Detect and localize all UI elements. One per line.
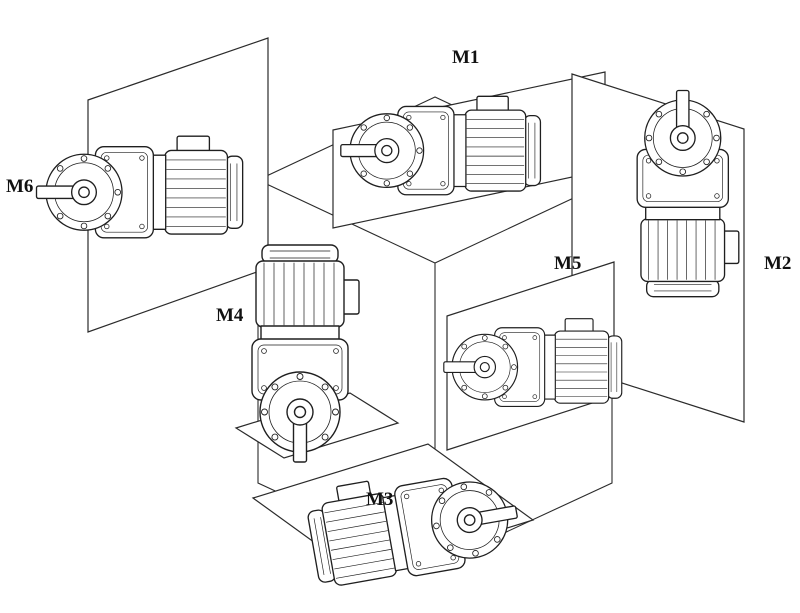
gearmotor-m1: [340, 95, 542, 196]
label-m5: M5: [554, 253, 581, 274]
label-m3: M3: [366, 489, 393, 510]
label-m6: M6: [6, 176, 33, 197]
gearmotor-m6: [35, 135, 244, 239]
gearmotor-m2: [636, 89, 740, 298]
label-m1: M1: [452, 47, 479, 68]
label-m2: M2: [764, 253, 791, 274]
label-m4: M4: [216, 305, 244, 326]
